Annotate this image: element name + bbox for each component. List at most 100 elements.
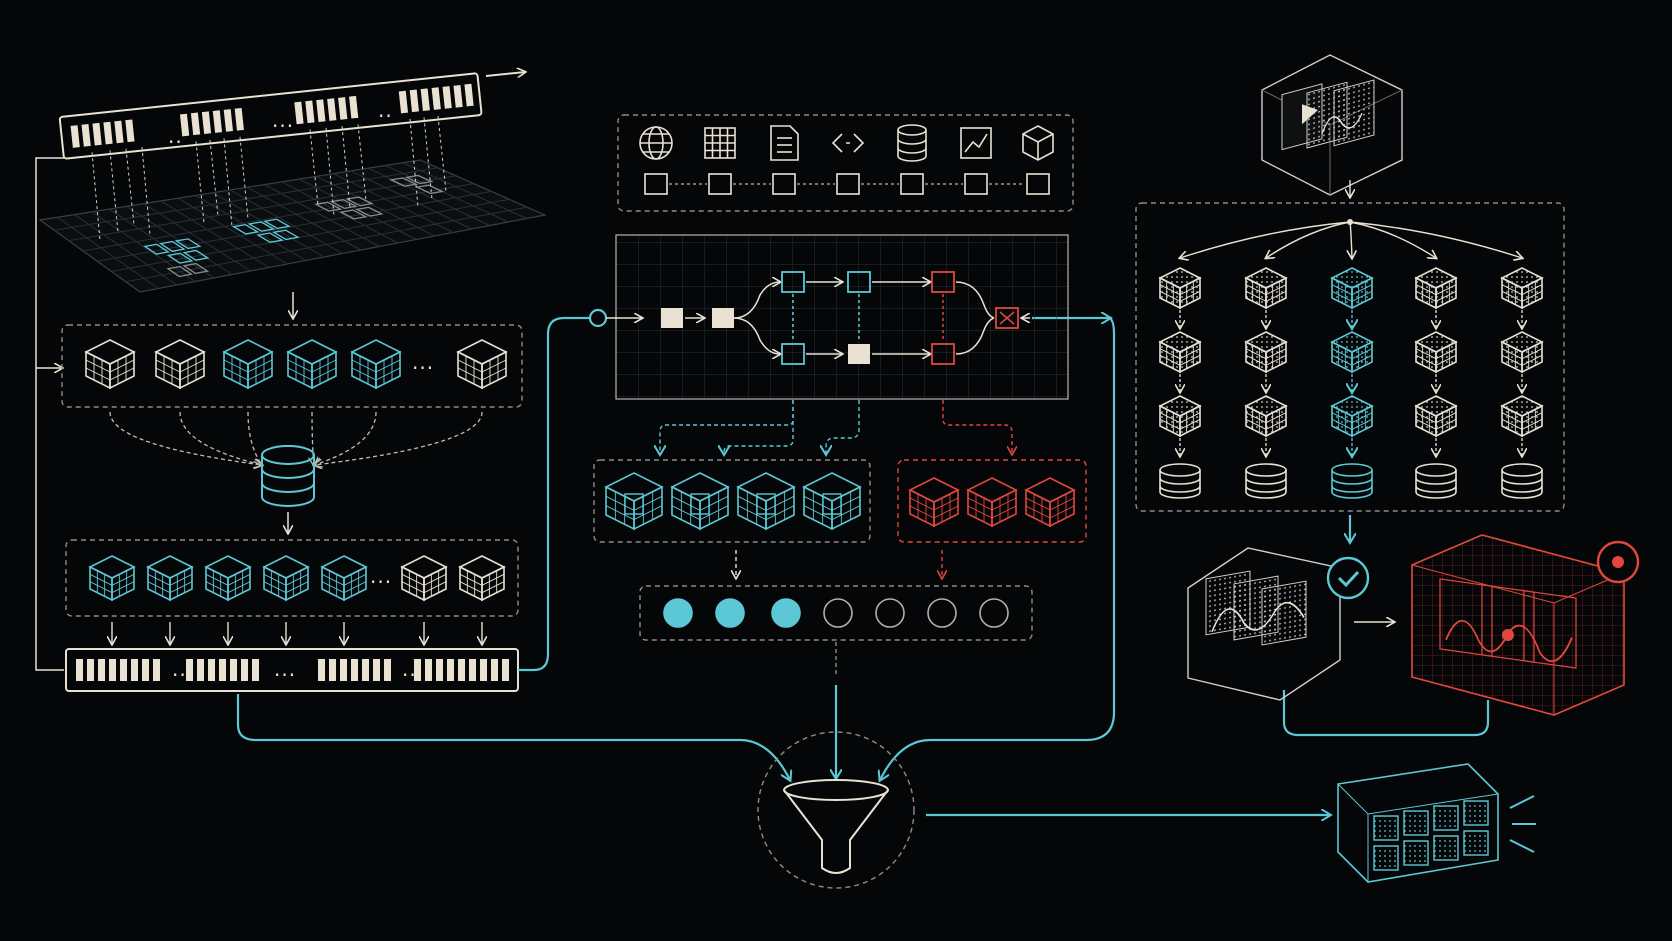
source-port [965,174,987,194]
token-block [443,86,452,109]
target-alert-icon [1598,542,1638,582]
token-block [340,659,347,681]
token-block [458,659,465,681]
converge-arrow [248,412,262,465]
token-block [329,659,336,681]
token-block [453,85,462,108]
token-block [142,659,149,681]
cube-row-panel [62,325,522,407]
output-cell [1404,841,1428,865]
token-block [153,659,160,681]
perspective-grid-plane [40,116,545,292]
particle-cube-icon [1246,268,1286,308]
voxel-cube-icon [148,556,192,600]
token-block [76,659,83,681]
source-port [901,174,923,194]
token-block [191,113,200,136]
workflow-graph-panel [616,235,1068,399]
token-block [447,659,454,681]
particle-cube-icon [1332,268,1372,308]
globe-icon [640,127,707,194]
source-port [1027,174,1049,194]
voxel-cube-icon [352,340,400,388]
token-block [180,114,189,137]
top-sequence-output-arrow [486,72,525,76]
progress-dot-empty [824,599,852,627]
table-icon [705,128,771,194]
token-block [92,123,101,146]
source-port [709,174,731,194]
token-block [235,108,244,131]
tree-branch [1350,222,1522,258]
token-block [109,659,116,681]
token-block [252,659,259,681]
token-block [87,659,94,681]
token-block [318,659,325,681]
workflow-node [848,344,870,364]
progress-dot-empty [876,599,904,627]
document-icon [771,126,835,194]
token-block [208,659,215,681]
particle-cube-icon [1416,268,1456,308]
red-cube-icon [968,478,1016,526]
token-block [351,659,358,681]
output-cell [1434,836,1458,860]
progress-dot-filled [772,599,800,627]
tree-column [1160,268,1200,498]
progress-dot-filled [664,599,692,627]
particle-cube-icon [1160,268,1200,308]
table-cube-icon [672,473,728,529]
database-icon [1332,464,1372,498]
red-cube-icon [910,478,958,526]
token-block [197,659,204,681]
center-panel [594,115,1086,675]
voxel-cube-icon [402,556,446,600]
progress-dot-empty [980,599,1008,627]
voxel-cube-icon [288,340,336,388]
error-frames-box [1412,535,1624,715]
top-token-sequence [60,73,482,159]
voxel-cube-icon [460,556,504,600]
token-block [294,102,303,125]
bottom-token-sequence [66,649,518,691]
token-block [425,659,432,681]
token-block [98,659,105,681]
token-block [82,124,91,147]
line-chart-icon [961,128,1025,194]
token-block [219,659,226,681]
token-block [384,659,391,681]
token-block [327,98,336,121]
progress-dots-panel [640,586,1032,640]
token-block [224,109,233,132]
token-block [464,84,473,107]
source-icons-panel [618,115,1073,211]
token-block [362,659,369,681]
converge-arrow [314,412,376,465]
token-block [480,659,487,681]
token-block [131,659,138,681]
particle-cube-icon [1502,396,1542,436]
cube-icon [1023,126,1053,194]
converge-arrow [314,412,482,465]
converge-arrow [110,412,262,465]
video-frames-cube [1262,55,1402,195]
particle-cube-icon [1332,332,1372,372]
database-cube-icon [606,473,662,529]
particle-cube-icon [1332,396,1372,436]
particle-cube-icon [1160,332,1200,372]
red-cube-icon [1026,478,1074,526]
output-cell [1374,816,1398,840]
token-block [469,659,476,681]
token-block [230,659,237,681]
database-icon [1416,464,1456,498]
token-block [491,659,498,681]
particle-cube-icon [1246,396,1286,436]
token-block [432,87,441,110]
code-cube-icon [738,473,794,529]
progress-dot-empty [928,599,956,627]
token-block [410,90,419,113]
tree-column [1416,268,1456,498]
code-icon [833,134,899,194]
validated-frames-box [1188,548,1340,700]
right-panel [1136,55,1638,882]
